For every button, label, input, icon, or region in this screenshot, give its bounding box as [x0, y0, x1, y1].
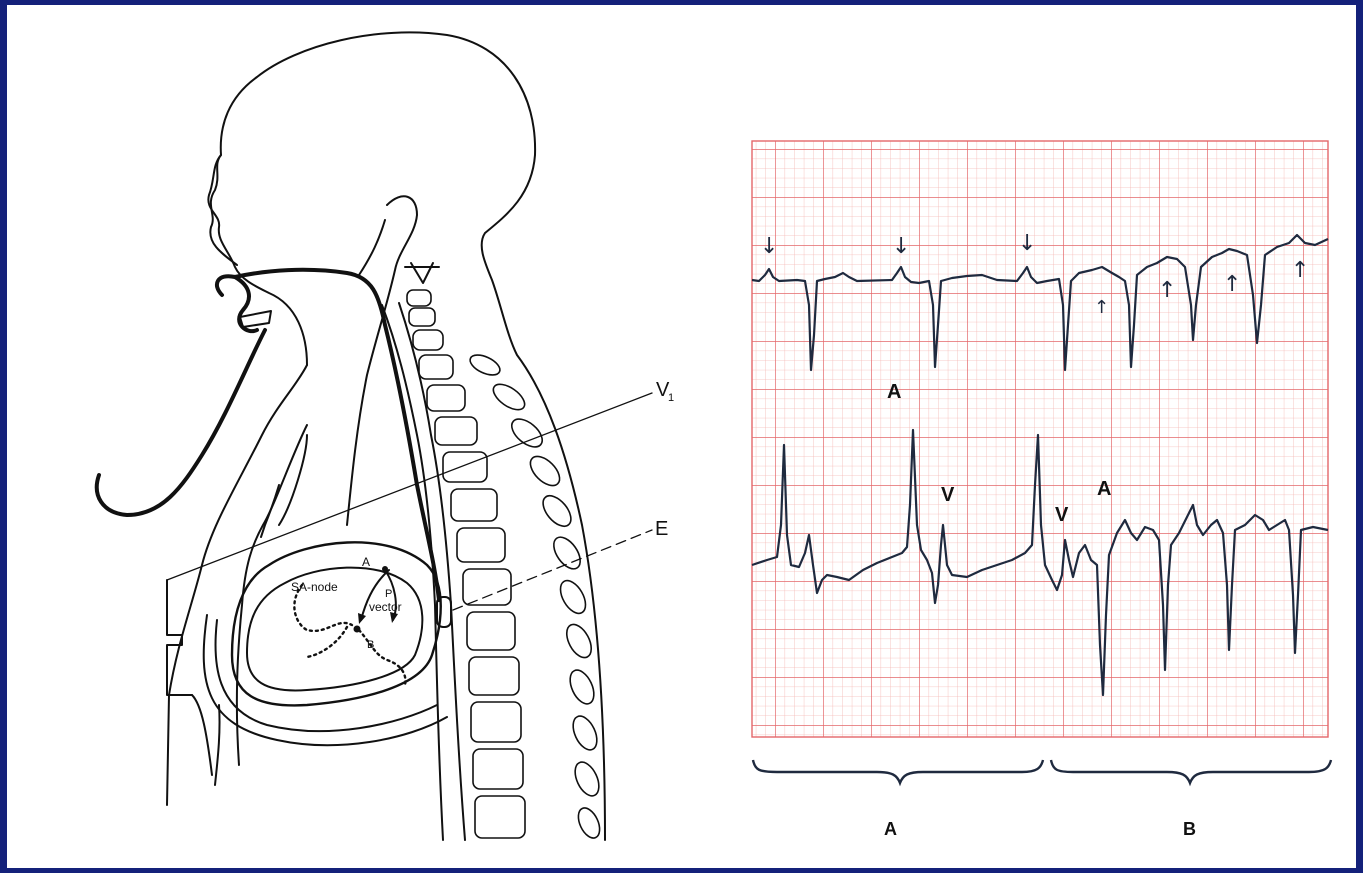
bracket-b	[1051, 760, 1331, 783]
airway-outline	[347, 196, 417, 525]
sa-node-label: SA-node	[291, 580, 338, 594]
arrow-down-3: ↓	[1018, 231, 1036, 256]
electrode-wire	[217, 270, 439, 600]
lead-v1-subscript: 1	[668, 392, 674, 404]
v1-leader-line	[167, 393, 652, 580]
arrow-up-4: ↑	[1291, 258, 1309, 283]
ecg-label-v-left: V	[941, 484, 955, 506]
figure-frame: V 1 E SA-node A P vector B ↓ ↓ ↓ ↑ ↑ ↑ ↑…	[7, 5, 1356, 868]
bracket-a-label: A	[884, 819, 897, 839]
e-leader-line	[453, 530, 652, 610]
p-vector-p-label: P	[385, 588, 392, 600]
ecg-label-v-right: V	[1055, 504, 1069, 526]
electrode-e-label: E	[655, 518, 668, 540]
atrium-a-label: A	[362, 555, 370, 569]
ecg-label-a-right: A	[1097, 478, 1111, 500]
brackets	[753, 760, 1331, 783]
bracket-a	[753, 760, 1043, 783]
ecg-strip: ↓ ↓ ↓ ↑ ↑ ↑ ↑ A V V A	[752, 141, 1328, 737]
ecg-label-a-top: A	[887, 381, 901, 403]
face-outline	[208, 155, 307, 365]
b-point-label: B	[367, 639, 374, 651]
arrow-up-2: ↑	[1158, 278, 1176, 303]
arrow-up-3: ↑	[1223, 272, 1241, 297]
bracket-b-label: B	[1183, 819, 1196, 839]
arrow-down-1: ↓	[760, 234, 778, 259]
anatomy-diagram	[97, 32, 652, 841]
arrow-down-2: ↓	[892, 234, 910, 259]
heart-outline	[232, 542, 441, 705]
figure-canvas: V 1 E SA-node A P vector B ↓ ↓ ↓ ↑ ↑ ↑ ↑…	[7, 5, 1356, 868]
ecg-grid	[752, 141, 1328, 737]
arrow-up-1: ↑	[1094, 297, 1109, 318]
p-vector-label: vector	[369, 600, 402, 614]
electrode-cable	[97, 330, 265, 515]
